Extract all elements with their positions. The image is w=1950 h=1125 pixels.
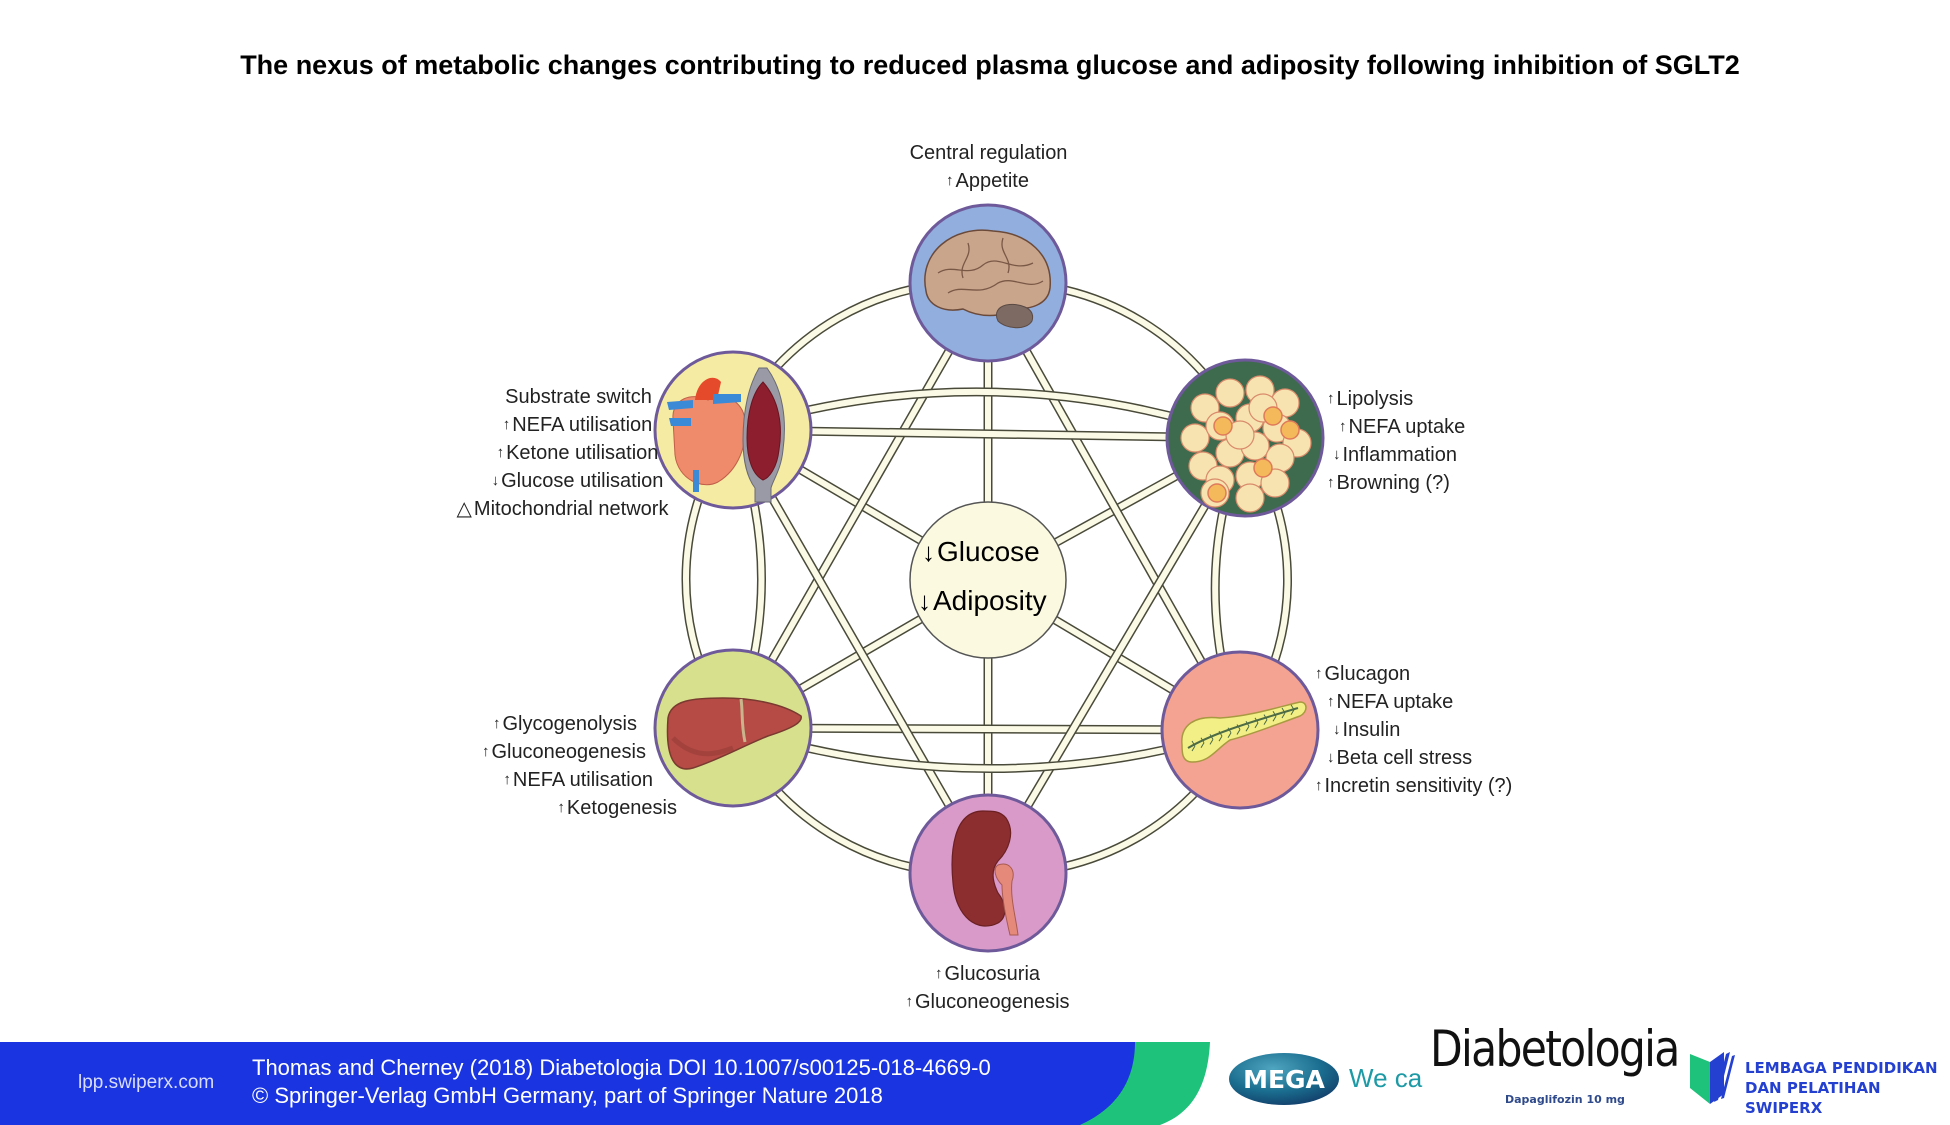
organ-node-kidney [908, 793, 1068, 953]
organ-node-liver [653, 648, 813, 808]
organ-node-adipose [1165, 358, 1325, 518]
lpp-logo-text: LEMBAGA PENDIDIKAN DAN PELATIHAN SWIPERX [1745, 1059, 1938, 1117]
pancreas-labels: ↑Glucagon ↑NEFA uptake ↓Insulin ↓Beta ce… [1315, 661, 1512, 801]
heart-muscle-icon [667, 367, 785, 503]
label-line: ↑NEFA utilisation [502, 414, 653, 436]
pancreas-icon [1181, 701, 1307, 763]
label-line: ↓Beta cell stress [1327, 747, 1473, 769]
brain-icon [924, 229, 1051, 329]
up-arrow-icon: ↑ [1327, 474, 1335, 491]
label-line: ↓Glucose utilisation [491, 470, 664, 492]
up-arrow-icon: ↑ [946, 172, 954, 189]
diagram-title: The nexus of metabolic changes contribut… [240, 50, 1740, 80]
footer-green-accent [1080, 1042, 1210, 1125]
label-line: ↑Gluconeogenesis [905, 991, 1070, 1013]
label-line: ↓Insulin [1333, 719, 1401, 741]
citation-line-1: Thomas and Cherney (2018) Diabetologia D… [252, 1055, 991, 1080]
up-arrow-icon: ↑ [1315, 777, 1323, 794]
hub-label-glucose: ↓Glucose [922, 536, 1040, 567]
journal-subtext: Dapaglifozin 10 mg [1505, 1093, 1625, 1106]
label-line: ↑Gluconeogenesis [481, 741, 646, 763]
label-line: ↑Incretin sensitivity (?) [1315, 775, 1513, 797]
mega-logo: MEGA [1229, 1053, 1339, 1105]
journal-logo: Diabetologia [1430, 1020, 1680, 1078]
liver-labels: ↑Glycogenolysis ↑Gluconeogenesis ↑NEFA u… [400, 711, 677, 823]
label-line: Central regulation [909, 142, 1068, 164]
delta-icon: △ [456, 498, 472, 520]
lpp-book-icon [1690, 1052, 1735, 1104]
adipose-tissue-icon [1180, 375, 1312, 513]
hub-circle [909, 501, 1067, 659]
down-arrow-icon: ↓ [1333, 446, 1341, 463]
up-arrow-icon: ↑ [502, 416, 511, 433]
label-line: ↓Inflammation [1333, 444, 1457, 466]
footer-site-link[interactable]: lpp.swiperx.com [78, 1072, 215, 1093]
star-connector [729, 280, 992, 731]
hub-disc [909, 501, 1067, 659]
label-line: ↑NEFA uptake [1339, 416, 1466, 438]
hub-label-adiposity: ↓Adiposity [918, 585, 1047, 616]
up-arrow-icon: ↑ [557, 799, 565, 816]
up-arrow-icon: ↑ [905, 993, 913, 1010]
label-line: ↑Ketone utilisation [496, 442, 659, 464]
adipose-labels: ↑Lipolysis ↑NEFA uptake ↓Inflammation ↑B… [1327, 386, 1465, 498]
label-line: ↑NEFA uptake [1327, 691, 1454, 713]
up-arrow-icon: ↑ [503, 771, 511, 788]
citation-line-2: © Springer-Verlag GmbH Germany, part of … [252, 1083, 883, 1108]
label-line: ↑Glycogenolysis [492, 713, 637, 735]
star-connector [732, 425, 1246, 443]
label-line: ↑NEFA utilisation [503, 769, 653, 791]
label-line: ↑Appetite [946, 170, 1029, 192]
down-arrow-icon: ↓ [1333, 721, 1341, 738]
star-connector [732, 723, 1241, 735]
organ-node-pancreas [1160, 650, 1320, 810]
kidney-labels: ↑Glucosuria ↑Gluconeogenesis [880, 961, 1095, 1017]
label-line: ↑Browning (?) [1327, 472, 1450, 494]
up-arrow-icon: ↑ [1339, 418, 1347, 435]
up-arrow-icon: ↑ [1315, 665, 1323, 682]
up-arrow-icon: ↑ [496, 444, 505, 461]
label-line: Substrate switch [505, 386, 652, 408]
up-arrow-icon: ↑ [934, 965, 943, 982]
label-line: △Mitochondrial network [456, 498, 669, 520]
organ-node-brain [908, 203, 1068, 363]
up-arrow-icon: ↑ [492, 715, 501, 732]
heart-muscle-labels: Substrate switch ↑NEFA utilisation ↑Keto… [420, 384, 695, 522]
kidney-icon [951, 810, 1019, 936]
mega-logo-text: MEGA [1243, 1065, 1325, 1094]
label-line: ↑Lipolysis [1327, 388, 1414, 410]
footer-bar [0, 1042, 1150, 1125]
star-connector [984, 280, 1244, 733]
star-connector [984, 435, 1249, 876]
down-arrow-icon: ↓ [1327, 749, 1335, 766]
brain-labels: Central regulation ↑Appetite [880, 140, 1095, 196]
label-line: ↑Glucosuria [934, 963, 1041, 985]
organ-nodes [653, 203, 1325, 953]
label-line: ↑Ketogenesis [557, 797, 677, 819]
liver-icon [666, 697, 802, 770]
footer-citation: Thomas and Cherney (2018) Diabetologia D… [252, 1054, 991, 1110]
mega-tagline: We ca [1349, 1063, 1423, 1093]
star-connector [729, 427, 992, 876]
up-arrow-icon: ↑ [1327, 693, 1335, 710]
up-arrow-icon: ↑ [1327, 390, 1335, 407]
label-line: ↑Glucagon [1315, 663, 1411, 685]
down-arrow-icon: ↓ [918, 586, 931, 616]
down-arrow-icon: ↓ [491, 472, 500, 489]
organ-node-heart-muscle [653, 350, 813, 510]
up-arrow-icon: ↑ [481, 743, 490, 760]
down-arrow-icon: ↓ [922, 537, 935, 567]
